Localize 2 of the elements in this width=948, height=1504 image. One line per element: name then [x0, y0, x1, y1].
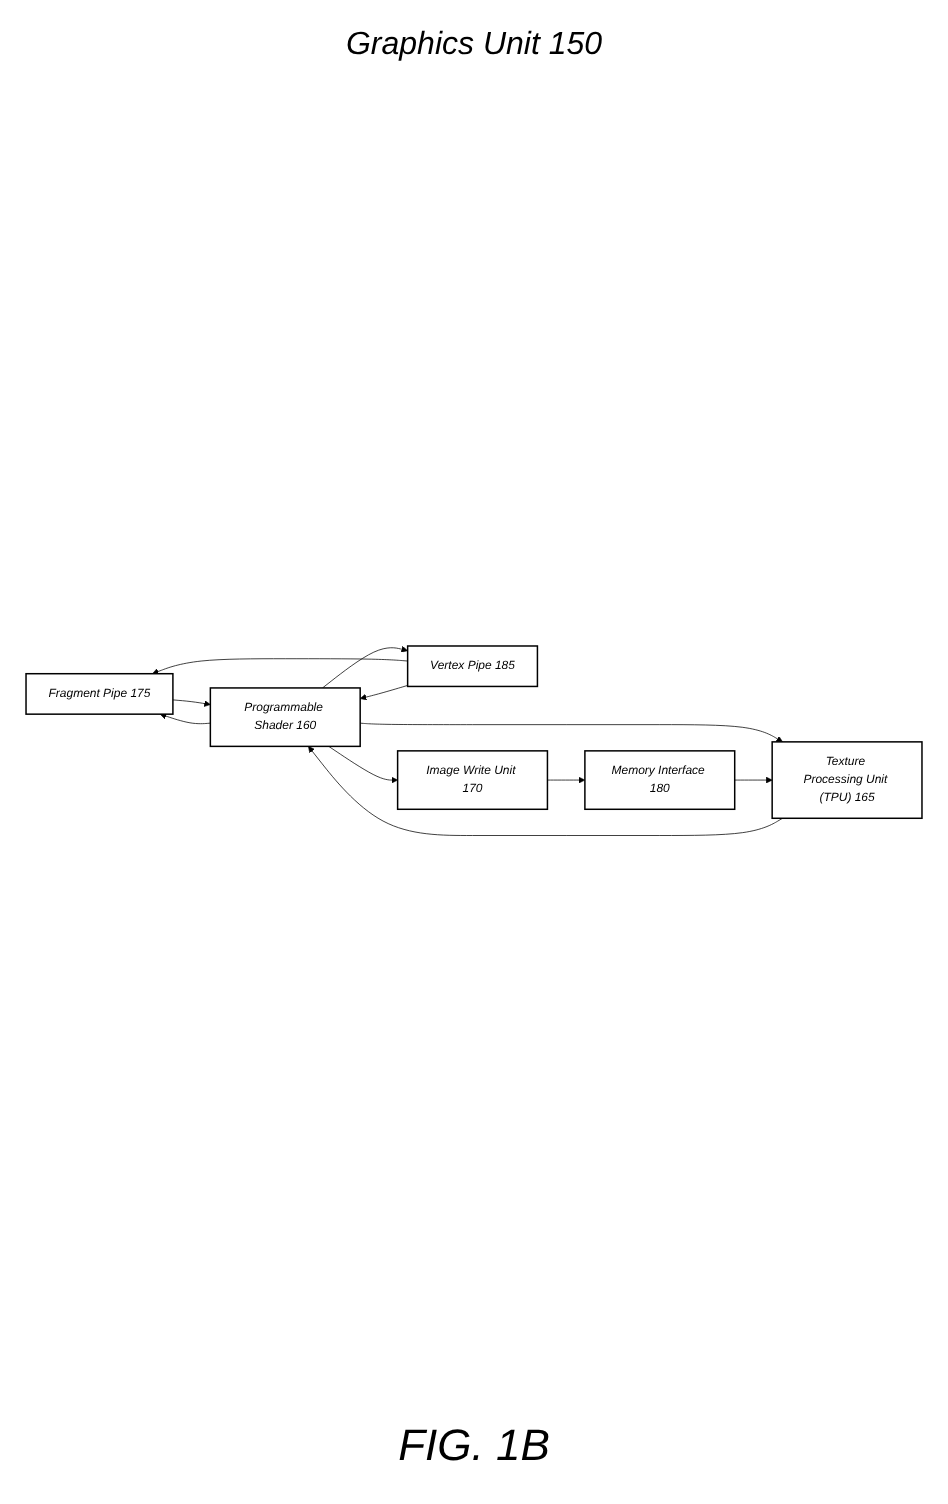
figure-label: Graphics Unit 150: [345, 28, 603, 64]
figure-caption: FIG. 1B: [398, 1420, 550, 1472]
